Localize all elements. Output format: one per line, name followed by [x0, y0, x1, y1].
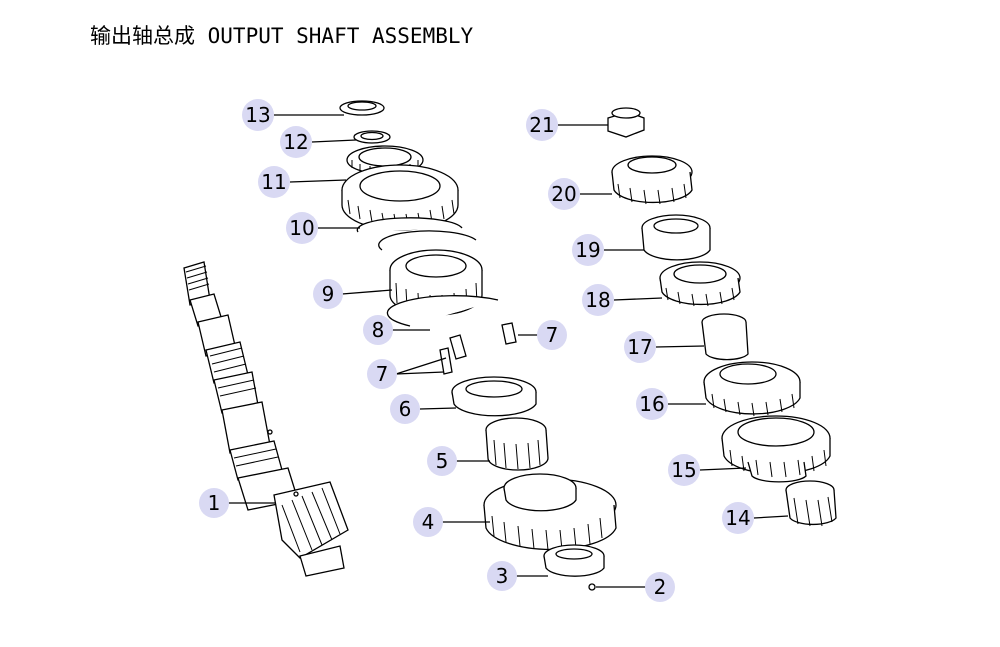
part-5-needle-bearing: [485, 417, 549, 471]
svg-text:7: 7: [546, 323, 559, 347]
svg-text:17: 17: [627, 335, 652, 359]
callout-5: 5: [427, 446, 457, 476]
part-18-gear: [659, 261, 741, 307]
part-19-bushing: [641, 214, 711, 261]
part-4-gear: [483, 473, 617, 551]
callout-20: 20: [548, 178, 580, 210]
callout-15: 15: [668, 454, 700, 486]
part-15-gear: [721, 415, 831, 483]
svg-text:14: 14: [725, 506, 750, 530]
leader-lines: [228, 114, 789, 588]
svg-text:4: 4: [422, 510, 435, 534]
part-17-sleeve: [701, 313, 749, 361]
svg-text:6: 6: [399, 397, 412, 421]
callout-17: 17: [624, 331, 656, 363]
svg-text:18: 18: [585, 288, 610, 312]
part-8-snap-ring: [386, 295, 499, 327]
part-3-thrust-washer: [543, 544, 605, 577]
callout-18: 18: [582, 284, 614, 316]
callout-13: 13: [242, 99, 274, 131]
callout-7b: 7: [367, 359, 397, 389]
svg-text:15: 15: [671, 458, 696, 482]
part-13-thrust-washer: [339, 100, 385, 116]
part-11-synchro-ring: [346, 145, 424, 175]
svg-text:20: 20: [551, 182, 576, 206]
part-7-keys: [439, 322, 517, 375]
callout-9: 9: [313, 279, 343, 309]
callout-14: 14: [722, 502, 754, 534]
callout-1: 1: [199, 488, 229, 518]
part-16-gear: [703, 361, 801, 417]
callout-10: 10: [286, 212, 318, 244]
callout-16: 16: [636, 388, 668, 420]
part-6-synchro-hub: [451, 376, 537, 417]
svg-text:16: 16: [639, 392, 664, 416]
svg-text:7: 7: [376, 362, 389, 386]
svg-text:9: 9: [322, 282, 335, 306]
part-14-needle-bearing: [785, 480, 837, 527]
svg-text:1: 1: [208, 491, 221, 515]
diagram-title: 输出轴总成 OUTPUT SHAFT ASSEMBLY: [90, 24, 474, 48]
callout-11: 11: [258, 166, 290, 198]
callout-21: 21: [526, 109, 558, 141]
svg-text:3: 3: [496, 564, 509, 588]
part-10-snap-ring: [356, 217, 477, 251]
output-shaft: [183, 261, 349, 577]
callout-8: 8: [363, 315, 393, 345]
svg-text:13: 13: [245, 103, 270, 127]
callout-6: 6: [390, 394, 420, 424]
svg-text:19: 19: [575, 238, 600, 262]
svg-text:5: 5: [436, 449, 449, 473]
part-12-snap-ring: [353, 130, 391, 144]
svg-text:11: 11: [261, 170, 286, 194]
svg-text:12: 12: [283, 130, 308, 154]
svg-text:8: 8: [372, 318, 385, 342]
svg-text:21: 21: [529, 113, 554, 137]
callout-19: 19: [572, 234, 604, 266]
part-20-gear: [611, 155, 693, 205]
callout-3: 3: [487, 561, 517, 591]
callout-4: 4: [413, 507, 443, 537]
svg-text:10: 10: [289, 216, 314, 240]
svg-text:2: 2: [654, 575, 667, 599]
callout-7a: 7: [537, 320, 567, 350]
part-2-ball: [588, 583, 596, 591]
callout-12: 12: [280, 126, 312, 158]
part-21-nut: [607, 107, 645, 138]
callout-2: 2: [645, 572, 675, 602]
